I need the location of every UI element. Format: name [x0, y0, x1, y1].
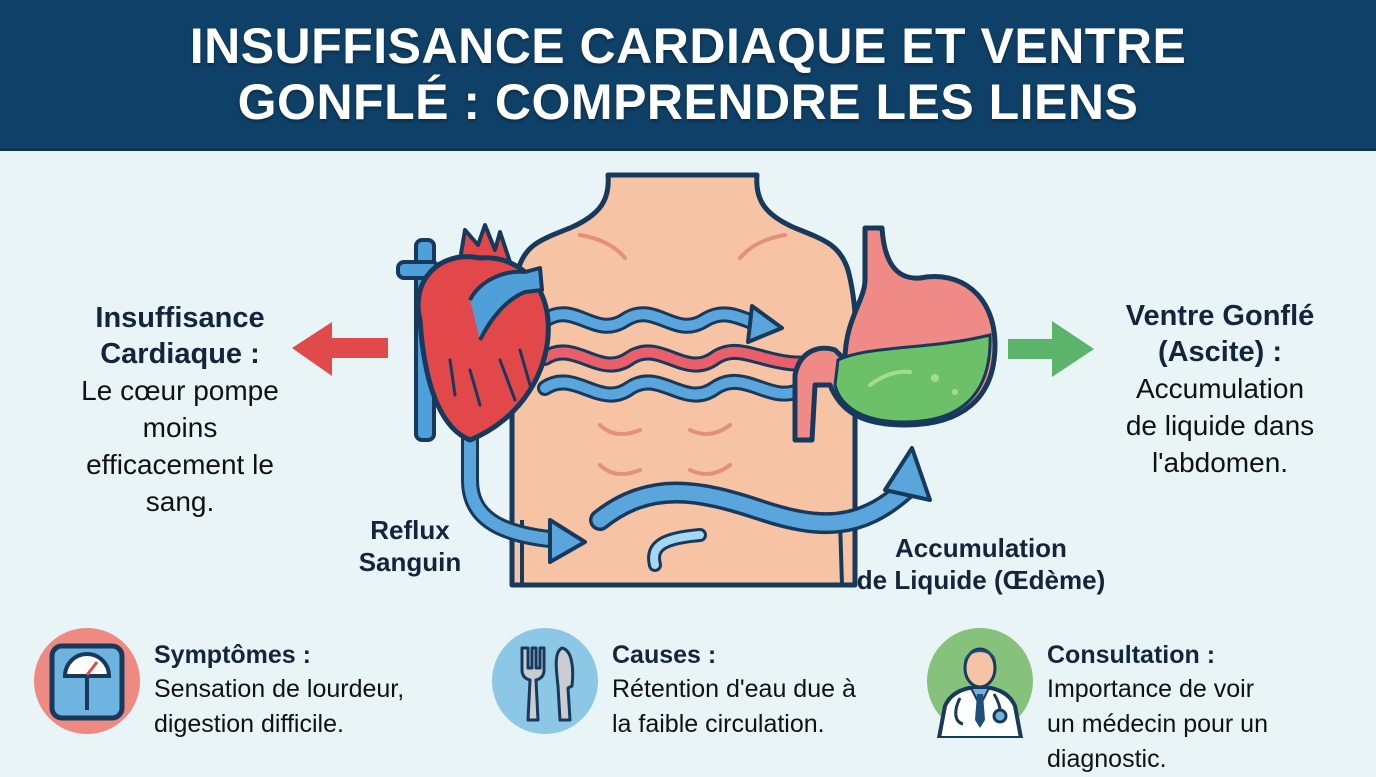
- page-header: INSUFFISANCE CARDIAQUE ET VENTRE GONFLÉ …: [0, 0, 1376, 151]
- heart-failure-desc-4: sang.: [145, 486, 215, 517]
- oedeme-label: Accumulation de Liquide (Œdème): [826, 532, 1136, 596]
- heart-failure-title-1: Insuffisance: [95, 302, 265, 334]
- stomach-icon: [792, 225, 998, 443]
- right-arrow-icon: [1008, 321, 1094, 377]
- reflux-label-line-2: Sanguin: [358, 547, 462, 577]
- heart-icon: [396, 223, 551, 443]
- blood-flow-arrows: [461, 304, 932, 572]
- ascites-desc-2: de liquide dans: [1125, 410, 1315, 441]
- heart-failure-desc-3: efficacement le: [86, 449, 274, 480]
- ascites-desc-1: Accumulation: [1135, 373, 1305, 404]
- reflux-label: Reflux Sanguin: [340, 514, 480, 578]
- oedeme-label-line-2: de Liquide (Œdème): [856, 565, 1106, 595]
- page-title-line-1: INSUFFISANCE CARDIAQUE ET VENTRE: [189, 18, 1187, 74]
- heart-failure-desc-1: Le cœur pompe: [81, 375, 279, 406]
- consultation-desc-2: un médecin pour un: [1047, 710, 1268, 738]
- causes-title: Causes :: [612, 641, 717, 669]
- causes-desc-2: la faible circulation.: [612, 710, 825, 738]
- fork-knife-icon: [492, 628, 598, 734]
- causes-desc-1: Rétention d'eau due à: [612, 675, 856, 703]
- torso-illustration: [507, 172, 859, 588]
- doctor-icon: [927, 628, 1033, 738]
- info-consultation: Consultation : Importance de voir un méd…: [927, 628, 1268, 777]
- consultation-title: Consultation :: [1047, 641, 1216, 669]
- heart-abdomen-diagram: [292, 172, 1094, 588]
- page-title-line-2: GONFLÉ : COMPRENDRE LES LIENS: [237, 74, 1139, 130]
- ascites-title-1: Ventre Gonflé: [1125, 300, 1315, 332]
- ascites-panel: Ventre Gonflé (Ascite) : Accumulation de…: [1085, 298, 1355, 481]
- scale-icon: [34, 628, 140, 734]
- symptoms-title: Symptômes :: [154, 641, 311, 669]
- consultation-desc-3: diagnostic.: [1047, 745, 1167, 773]
- info-causes: Causes : Rétention d'eau due à la faible…: [492, 628, 856, 742]
- heart-failure-title-2: Cardiaque :: [100, 338, 260, 370]
- symptoms-desc-2: digestion difficile.: [154, 710, 344, 738]
- oedeme-label-line-1: Accumulation: [895, 533, 1067, 563]
- ascites-title-2: (Ascite) :: [1157, 336, 1283, 368]
- heart-failure-panel: Insuffisance Cardiaque : Le cœur pompe m…: [40, 300, 320, 520]
- heart-failure-desc-2: moins: [142, 412, 218, 443]
- left-arrow-icon: [292, 322, 388, 376]
- info-symptoms: Symptômes : Sensation de lourdeur, diges…: [34, 628, 404, 742]
- symptoms-desc-1: Sensation de lourdeur,: [154, 675, 405, 703]
- reflux-label-line-1: Reflux: [370, 515, 450, 545]
- ascites-desc-3: l'abdomen.: [1151, 447, 1289, 478]
- consultation-desc-1: Importance de voir: [1047, 675, 1255, 703]
